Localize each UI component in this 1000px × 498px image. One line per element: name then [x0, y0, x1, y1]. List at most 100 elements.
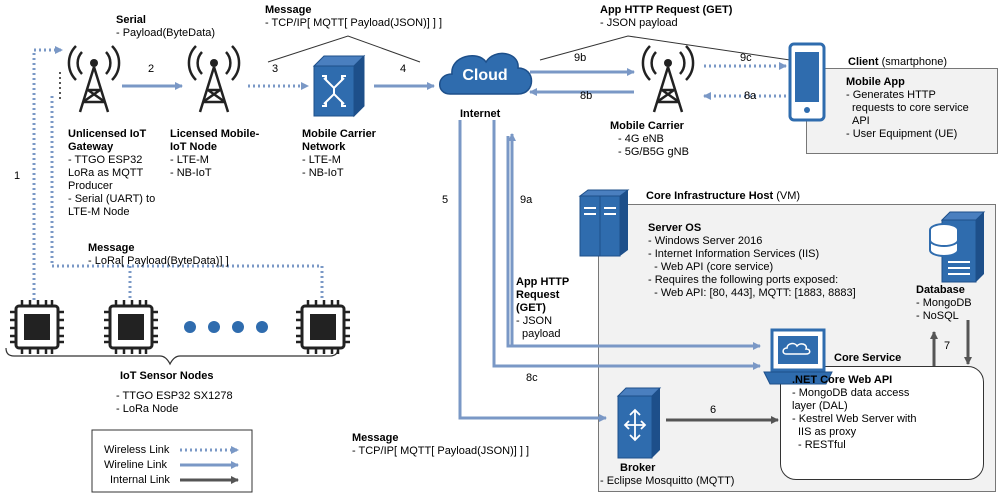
- server-os-line-2: - Internet Information Services (IIS): [648, 248, 820, 260]
- link-number-9a: 9a: [520, 194, 533, 206]
- gateway-label: Unlicensed IoT Gateway - TTGO ESP32 LoRa…: [68, 128, 155, 219]
- database-line-2: - NoSQL: [916, 310, 959, 322]
- app-get-top-annotation: App HTTP Request (GET) - JSON payload: [600, 4, 732, 30]
- link-5: [458, 120, 607, 422]
- client-app-title: Mobile App: [846, 76, 905, 88]
- licensed-node-title-1: Licensed Mobile-: [170, 128, 260, 140]
- link-8c: [492, 120, 761, 370]
- server-os-title: Server OS: [648, 222, 702, 234]
- core-service-line-1: - MongoDB data access: [792, 387, 910, 399]
- carrier-network-title-1: Mobile Carrier: [302, 128, 376, 140]
- database-icon: [929, 211, 986, 283]
- link-1-sensors-to-gateway: [32, 46, 63, 300]
- app-get-top-title: App HTTP Request (GET): [600, 4, 733, 16]
- core-service-panel: [780, 366, 984, 480]
- gateway-line-3: Producer: [68, 180, 113, 192]
- client-title: Client (smartphone): [848, 56, 947, 69]
- core-host-title-bold: Core Infrastructure Host: [646, 190, 774, 202]
- message-top-bracket: [267, 35, 421, 63]
- message-top-annotation: Message - TCP/IP[ MQTT[ Payload(JSON)] ]…: [265, 4, 442, 30]
- carrier-network-switch-icon: [312, 54, 366, 118]
- server-os-line-3: - Web API (core service): [648, 261, 774, 273]
- sensors-line-2: - LoRa Node: [116, 403, 179, 415]
- sensors-detail: - TTGO ESP32 SX1278 - LoRa Node: [116, 390, 233, 416]
- carrier-network-title-2: Network: [302, 141, 346, 153]
- gateway-antenna-icon: [67, 45, 121, 113]
- sensors-line-1: - TTGO ESP32 SX1278: [116, 390, 233, 402]
- ellipsis-dots: [184, 321, 268, 333]
- core-service-line-4: IIS as proxy: [798, 426, 857, 438]
- app-get-mid-annotation: App HTTP Request (GET) - JSON payload: [516, 276, 569, 341]
- client-line-2: requests to core service: [852, 102, 969, 114]
- legend-internal-label: Internal Link: [110, 474, 170, 486]
- core-host-title-rest: (VM): [773, 190, 801, 202]
- licensed-node-label: Licensed Mobile- IoT Node - LTE-M - NB-I…: [170, 128, 259, 180]
- core-service-line-3: - Kestrel Web Server with: [792, 413, 917, 425]
- mobile-carrier-antenna-icon: [641, 45, 695, 113]
- link-9a: [506, 136, 761, 350]
- link-number-1: 1: [14, 170, 21, 182]
- link-number-9b: 9b: [574, 52, 587, 64]
- carrier-network-line-2: - NB-IoT: [302, 167, 344, 179]
- link-number-2: 2: [148, 63, 155, 75]
- gateway-title-2: Gateway: [68, 141, 114, 153]
- broker-server-icon: [616, 387, 662, 459]
- sensor-chip-icon-3: [296, 300, 350, 354]
- core-service-api-title: .NET Core Web API: [792, 374, 893, 386]
- gateway-line-1: - TTGO ESP32: [68, 154, 143, 166]
- cloud-label: Cloud: [462, 67, 508, 84]
- gateway-line-5: LTE-M Node: [68, 206, 130, 218]
- core-service-title: Core Service: [834, 352, 902, 364]
- message-bottom-payload: - TCP/IP[ MQTT[ Payload(JSON)] ] ]: [352, 445, 530, 457]
- cloud-icon: [439, 52, 533, 95]
- link-number-5: 5: [442, 194, 449, 206]
- message-top-title: Message: [265, 4, 312, 16]
- sensor-brace: [5, 347, 339, 366]
- link-number-8b: 8b: [580, 90, 593, 102]
- serial-payload: - Payload(ByteData): [116, 27, 216, 39]
- licensed-node-line-1: - LTE-M: [170, 154, 209, 166]
- database-line-1: - MongoDB: [916, 297, 972, 309]
- gateway-line-2: LoRa as MQTT: [68, 167, 144, 179]
- client-line-4: - User Equipment (UE): [846, 128, 958, 140]
- link-number-9c: 9c: [740, 52, 752, 64]
- message-top-payload: - TCP/IP[ MQTT[ Payload(JSON)] ] ]: [265, 17, 443, 29]
- app-get-mid-body-2: payload: [522, 328, 561, 340]
- mobile-carrier-line-1: - 4G eNB: [618, 133, 664, 145]
- link-number-7: 7: [944, 340, 951, 352]
- core-service-line-2: layer (DAL): [792, 400, 848, 412]
- app-get-mid-body-1: - JSON: [516, 315, 553, 327]
- broker-line: - Eclipse Mosquitto (MQTT): [600, 475, 735, 487]
- carrier-network-label: Mobile Carrier Network - LTE-M - NB-IoT: [302, 128, 376, 180]
- internet-label: Internet: [460, 108, 501, 120]
- database-title: Database: [916, 284, 965, 296]
- broker-title: Broker: [620, 462, 656, 474]
- app-get-top-payload: - JSON payload: [600, 17, 678, 29]
- link-number-4: 4: [400, 63, 407, 75]
- mobile-carrier-label: Mobile Carrier - 4G eNB - 5G/B5G gNB: [610, 120, 689, 159]
- link-number-8a: 8a: [744, 90, 757, 102]
- legend-wireline-label: Wireline Link: [104, 459, 167, 471]
- link-number-8c: 8c: [526, 372, 538, 384]
- mobile-carrier-line-2: - 5G/B5G gNB: [618, 146, 689, 158]
- message-bottom-title: Message: [352, 432, 399, 444]
- core-service-text: .NET Core Web API - MongoDB data access …: [792, 374, 917, 452]
- client-panel: [806, 68, 998, 154]
- message-bottom-annotation: Message - TCP/IP[ MQTT[ Payload(JSON)] ]…: [352, 432, 529, 458]
- sensor-chip-icon-1: [10, 300, 64, 354]
- app-get-top-bracket: [539, 35, 791, 61]
- message-lora-annotation: Message - LoRa[ Payload(ByteData)] ]: [88, 242, 229, 268]
- gateway-title-1: Unlicensed IoT: [68, 128, 147, 140]
- client-line-3: API: [852, 115, 870, 127]
- server-os-text: Server OS - Windows Server 2016 - Intern…: [648, 222, 856, 300]
- app-get-mid-title-3: (GET): [516, 302, 546, 314]
- carrier-network-line-1: - LTE-M: [302, 154, 341, 166]
- message-lora-payload: - LoRa[ Payload(ByteData)] ]: [88, 255, 229, 267]
- sensors-title: IoT Sensor Nodes: [120, 370, 214, 382]
- broker-text: Broker - Eclipse Mosquitto (MQTT): [600, 462, 734, 488]
- licensed-node-antenna-icon: [187, 45, 241, 113]
- server-os-line-5: - Web API: [80, 443], MQTT: [1883, 8883]: [648, 287, 856, 299]
- link-number-6: 6: [710, 404, 717, 416]
